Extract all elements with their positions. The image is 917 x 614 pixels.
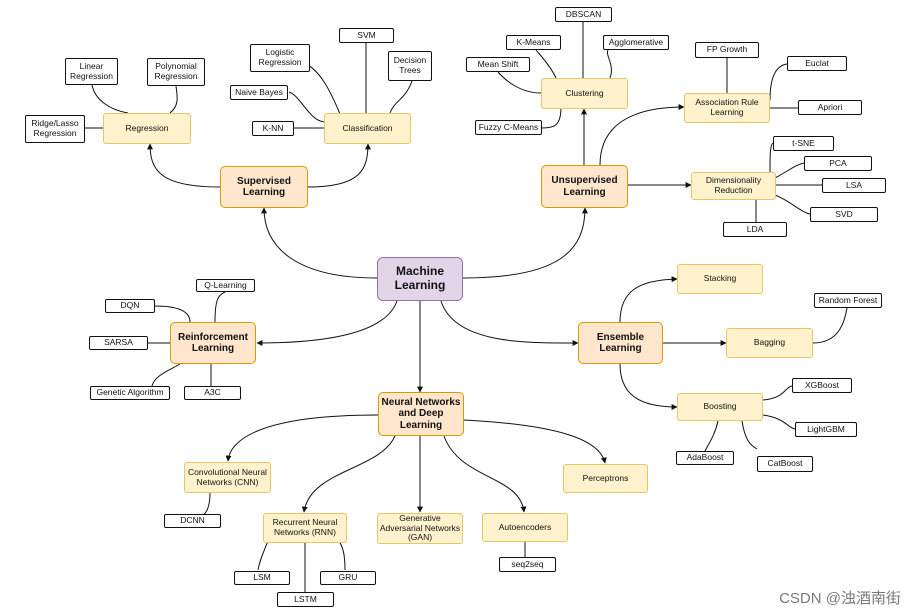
watermark-text: CSDN @浊酒南街 [779, 590, 901, 607]
node-seq2seq[interactable]: seq2seq [499, 557, 556, 572]
node-agglomerative[interactable]: Agglomerative [603, 35, 669, 50]
edge-dimred-pca [774, 162, 805, 179]
node-linear-regression[interactable]: Linear Regression [65, 58, 118, 85]
node-cnn[interactable]: Convolutional Neural Networks (CNN) [184, 462, 271, 493]
node-stacking[interactable]: Stacking [677, 264, 763, 294]
node-clustering[interactable]: Clustering [541, 78, 628, 109]
node-dcnn[interactable]: DCNN [164, 514, 221, 528]
node-autoencoders[interactable]: Autoencoders [482, 513, 568, 542]
node-svd[interactable]: SVD [810, 207, 878, 222]
node-ensemble-learning[interactable]: Ensemble Learning [578, 322, 663, 364]
node-catboost[interactable]: CatBoost [757, 456, 813, 472]
node-regression[interactable]: Regression [103, 113, 191, 144]
node-pca[interactable]: PCA [804, 156, 872, 171]
edge-regression-polynomial [169, 85, 178, 114]
edge-supervised-classification [307, 143, 371, 188]
node-fp-growth[interactable]: FP Growth [695, 42, 759, 58]
node-neural-networks[interactable]: Neural Networks and Deep Learning [378, 392, 464, 436]
edge-reinforcement-genetic [151, 363, 181, 387]
node-kmeans[interactable]: K-Means [506, 35, 561, 50]
edge-unsupervised-association [599, 104, 685, 166]
edge-boosting-catboost [741, 420, 758, 450]
node-lightgbm[interactable]: LightGBM [795, 422, 857, 437]
edge-root-reinforcement [256, 300, 398, 346]
edge-dimred-tsne [769, 142, 774, 174]
node-machine-learning[interactable]: Machine Learning [377, 257, 463, 301]
node-svm[interactable]: SVM [339, 28, 394, 43]
edge-boosting-adaboost [704, 420, 719, 452]
edge-neural-rnn [301, 435, 396, 513]
edge-boosting-xgboost [762, 385, 793, 401]
edge-boosting-lightgbm [762, 414, 796, 430]
node-logistic-regression[interactable]: Logistic Regression [250, 44, 310, 72]
node-lsa[interactable]: LSA [822, 178, 886, 193]
edge-clustering-kmeans [535, 49, 557, 79]
node-a3c[interactable]: A3C [184, 386, 241, 400]
edge-root-ensemble [440, 300, 579, 347]
node-mean-shift[interactable]: Mean Shift [466, 57, 530, 72]
node-association-rule-learning[interactable]: Association Rule Learning [684, 93, 770, 123]
edge-root-supervised [261, 207, 378, 279]
edge-neural-autoencoders [443, 435, 527, 513]
node-gan[interactable]: Generative Adversarial Networks (GAN) [377, 513, 463, 544]
node-unsupervised-learning[interactable]: Unsupervised Learning [541, 165, 628, 208]
edge-classification-decision [389, 80, 413, 114]
node-reinforcement-learning[interactable]: Reinforcement Learning [170, 322, 256, 364]
edge-regression-linear [91, 84, 129, 114]
edge-association-euclat [769, 63, 788, 101]
node-supervised-learning[interactable]: Supervised Learning [220, 166, 308, 208]
edge-root-unsupervised [462, 207, 588, 279]
edge-neural-cnn [225, 414, 379, 462]
node-lda[interactable]: LDA [723, 222, 787, 237]
node-ridge-lasso-regression[interactable]: Ridge/Lasso Regression [25, 115, 85, 143]
node-tsne[interactable]: t-SNE [773, 136, 834, 151]
node-dimensionality-reduction[interactable]: Dimensionality Reduction [691, 172, 776, 200]
node-lsm[interactable]: LSM [234, 571, 290, 585]
edge-neural-perceptrons [463, 419, 607, 464]
node-lstm[interactable]: LSTM [277, 592, 334, 607]
edge-supervised-regression [147, 143, 221, 188]
node-boosting[interactable]: Boosting [677, 393, 763, 421]
edge-reinforcement-qlearning [214, 291, 226, 323]
node-apriori[interactable]: Apriori [798, 100, 862, 115]
edge-clustering-agglomerative [606, 49, 612, 79]
edge-classification-naive [288, 91, 326, 123]
node-classification[interactable]: Classification [324, 113, 411, 144]
node-bagging[interactable]: Bagging [726, 328, 813, 358]
node-genetic-algorithm[interactable]: Genetic Algorithm [90, 386, 170, 400]
edge-clustering-meanshift [497, 71, 542, 94]
edge-bagging-randomforest [812, 307, 848, 344]
edge-ensemble-boosting [619, 363, 678, 410]
node-gru[interactable]: GRU [320, 571, 376, 585]
node-dbscan[interactable]: DBSCAN [555, 7, 612, 22]
node-xgboost[interactable]: XGBoost [792, 378, 852, 393]
node-knn[interactable]: K-NN [252, 121, 294, 136]
edge-dimred-svd [769, 192, 811, 215]
node-naive-bayes[interactable]: Naive Bayes [230, 85, 288, 100]
node-adaboost[interactable]: AdaBoost [676, 451, 734, 465]
edge-reinforcement-dqn [154, 305, 191, 323]
node-dqn[interactable]: DQN [105, 299, 155, 313]
node-euclat[interactable]: Euclat [787, 56, 847, 71]
edge-clustering-fuzzy [541, 106, 562, 129]
node-sarsa[interactable]: SARSA [89, 336, 148, 350]
node-polynomial-regression[interactable]: Polynomial Regression [147, 58, 205, 86]
node-fuzzy-c-means[interactable]: Fuzzy C-Means [475, 120, 542, 135]
node-random-forest[interactable]: Random Forest [814, 293, 882, 308]
node-rnn[interactable]: Recurrent Neural Networks (RNN) [263, 513, 347, 543]
node-q-learning[interactable]: Q-Learning [196, 279, 255, 292]
node-perceptrons[interactable]: Perceptrons [563, 464, 648, 493]
edge-ensemble-stacking [619, 276, 678, 323]
node-decision-trees[interactable]: Decision Trees [388, 51, 432, 81]
